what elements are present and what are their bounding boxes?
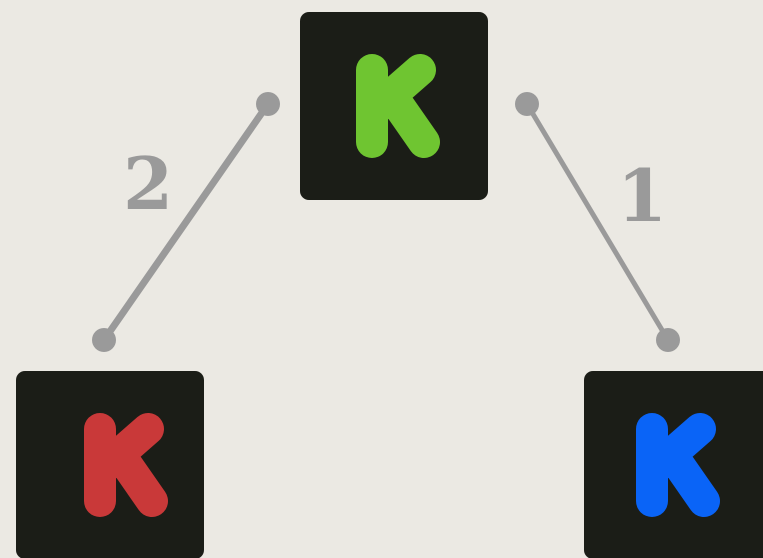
connector-line-top-left	[100, 100, 272, 344]
connector-endpoint-top-right-end	[656, 328, 680, 352]
edge-top-left: 2	[92, 92, 280, 352]
connector-endpoint-top-left-end	[92, 328, 116, 352]
kickstarter-k-icon	[636, 413, 720, 517]
node-top[interactable]	[300, 12, 488, 200]
k-glyph-red	[84, 413, 168, 517]
edge-label-top-left: 2	[123, 141, 173, 226]
node-right[interactable]	[584, 371, 763, 558]
edge-top-right: 1	[515, 92, 680, 352]
connector-line-top-right	[524, 101, 671, 343]
edge-label-top-right: 1	[617, 153, 667, 238]
kickstarter-k-icon	[356, 54, 440, 158]
node-left[interactable]	[16, 371, 204, 558]
connector-endpoint-top-right-start	[515, 92, 539, 116]
k-glyph-blue	[636, 413, 720, 517]
k-glyph-green	[356, 54, 440, 158]
kickstarter-k-icon	[84, 413, 168, 517]
connector-endpoint-top-left-start	[256, 92, 280, 116]
